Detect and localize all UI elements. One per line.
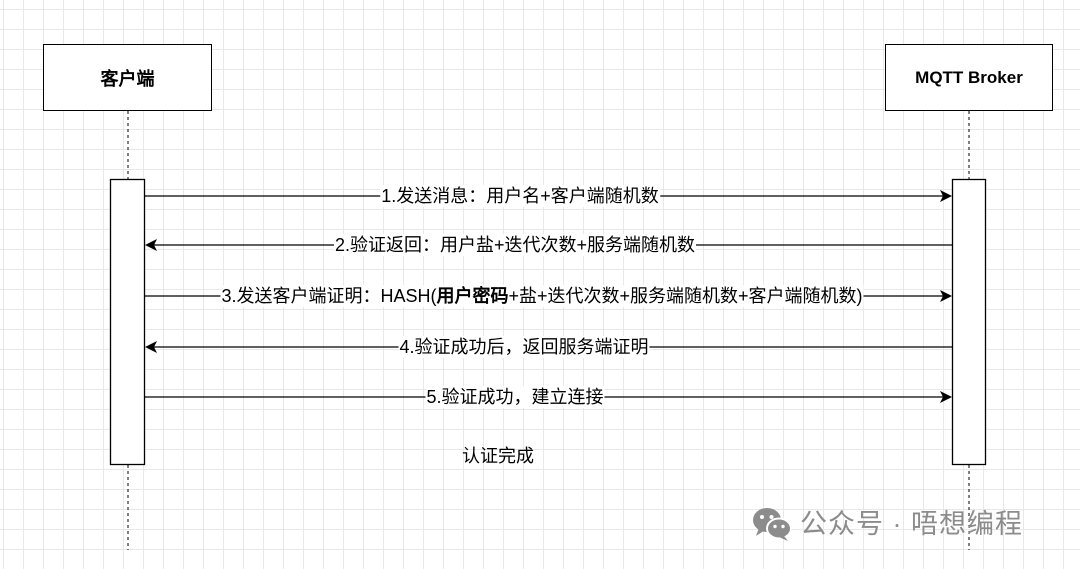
participant-client: 客户端 [43,44,212,111]
completion-note: 认证完成 [462,446,534,466]
activation-bar-client [109,178,146,466]
message-label-2: 2.验证返回：用户盐+迭代次数+服务端随机数 [333,234,697,256]
arrowhead [940,190,952,202]
participant-broker: MQTT Broker [885,44,1053,111]
message-label-3: 3.发送客户端证明：HASH(用户密码+盐+迭代次数+服务端随机数+客户端随机数… [220,285,864,307]
message-label-4: 4.验证成功后，返回服务端证明 [398,336,650,358]
participant-label: MQTT Broker [915,67,1023,87]
participant-label: 客户端 [100,68,155,89]
arrowhead [145,239,157,251]
activation-bar-broker [951,178,987,466]
message-label-3-prefix: 3.发送客户端证明：HASH( [221,286,437,306]
arrowhead [940,391,952,403]
arrowhead [145,341,157,353]
message-label-3-bold: 用户密码 [436,286,509,306]
message-label-1: 1.发送消息：用户名+客户端随机数 [380,185,660,207]
arrowhead [940,290,952,302]
watermark: 公众号 · 唔想编程 [752,504,1023,544]
wechat-icon [752,506,792,542]
message-label-3-suffix: +盐+迭代次数+服务端随机数+客户端随机数) [508,286,863,306]
watermark-text: 公众号 · 唔想编程 [800,509,1023,539]
message-label-5: 5.验证成功，建立连接 [425,386,605,408]
